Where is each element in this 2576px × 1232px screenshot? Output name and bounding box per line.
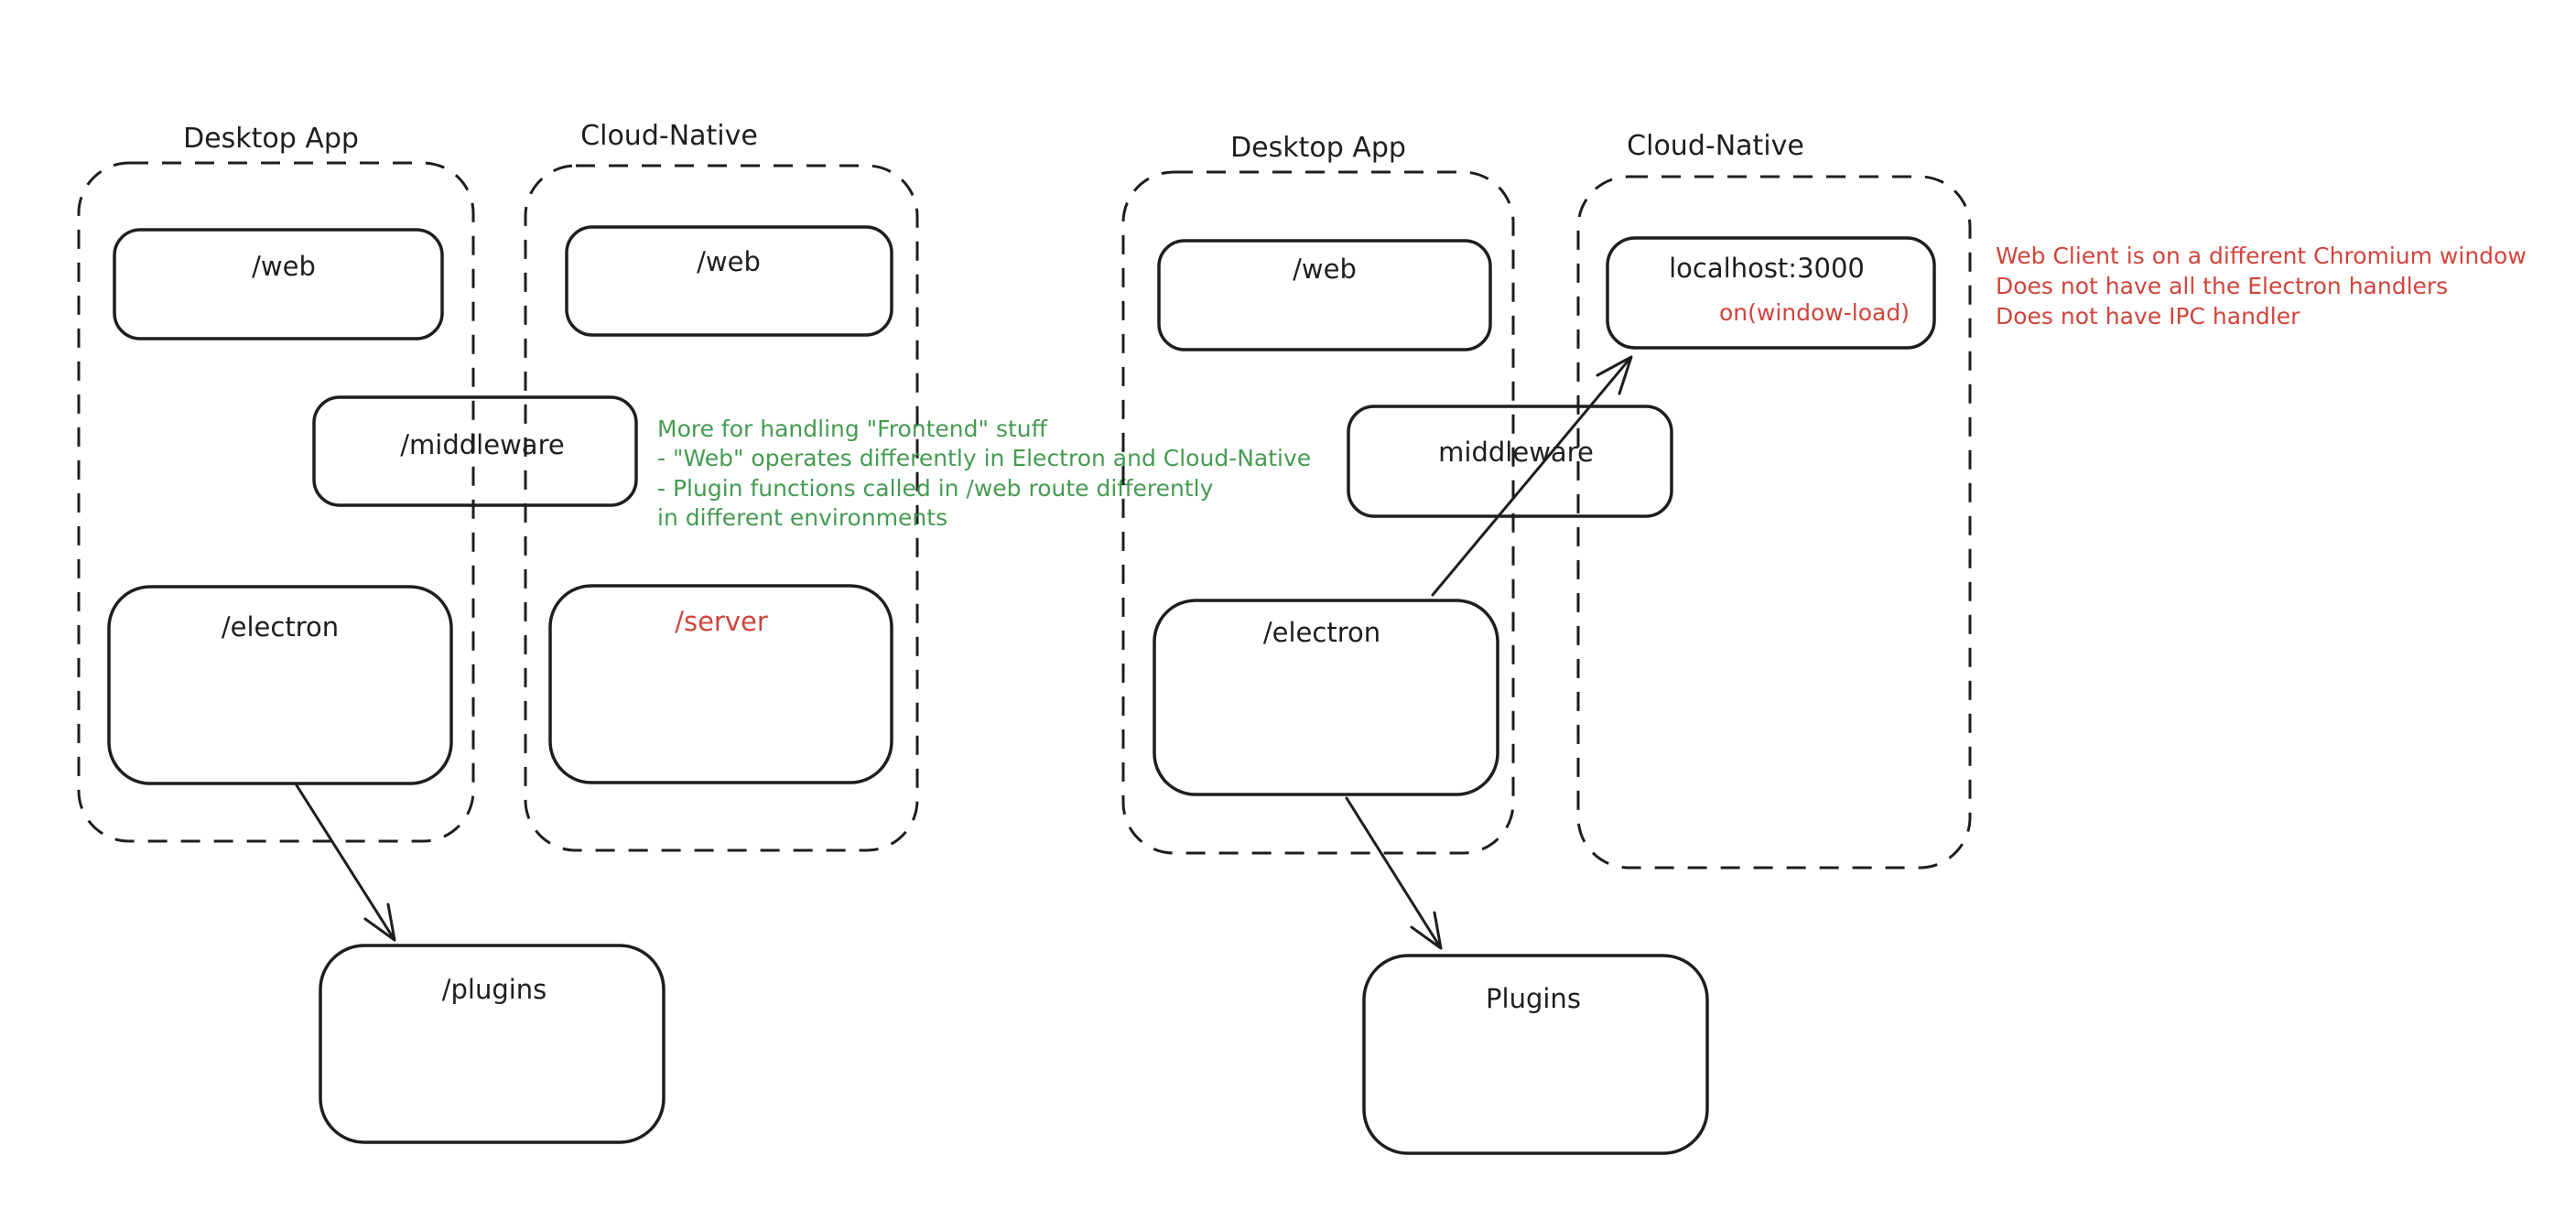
right-middleware-box <box>1347 405 1673 518</box>
left-green-note: More for handling "Frontend" stuff - "We… <box>657 416 1311 531</box>
green-note-line-1: More for handling "Frontend" stuff <box>657 416 1048 442</box>
right-diagram: Desktop App Cloud-Native /web localhost:… <box>1121 130 2527 1155</box>
red-note-line-2: Does not have all the Electron handlers <box>1996 273 2448 299</box>
left-desktop-web-box <box>113 228 444 340</box>
left-plugins-label: /plugins <box>442 974 547 1005</box>
red-note-line-3: Does not have IPC handler <box>1996 303 2300 330</box>
green-note-line-3: - Plugin functions called in /web route … <box>657 475 1214 502</box>
left-middleware-box <box>312 395 638 507</box>
left-electron-label: /electron <box>222 611 339 643</box>
left-cloud-native-frame <box>524 164 919 852</box>
right-electron-to-localhost-arrow <box>1431 355 1633 597</box>
left-cloud-web-box <box>565 225 893 337</box>
right-plugins-label: Plugins <box>1486 983 1581 1014</box>
right-localhost-label: localhost:3000 <box>1669 253 1865 284</box>
right-red-note: Web Client is on a different Chromium wi… <box>1996 243 2527 330</box>
right-cloud-native-title: Cloud-Native <box>1627 130 1804 162</box>
left-plugins-box <box>319 944 666 1144</box>
left-server-box <box>548 584 893 784</box>
left-diagram: Desktop App Cloud-Native /web /web /midd… <box>77 120 1311 1144</box>
right-middleware-label: middleware <box>1438 437 1594 468</box>
left-cloud-native-title: Cloud-Native <box>580 120 758 152</box>
right-desktop-app-frame <box>1121 170 1515 855</box>
green-note-line-4: in different environments <box>657 504 947 531</box>
right-desktop-app-title: Desktop App <box>1230 132 1406 164</box>
right-electron-box <box>1153 599 1499 796</box>
left-desktop-web-label: /web <box>252 251 316 282</box>
left-electron-to-plugins-arrow <box>295 784 396 942</box>
left-cloud-web-label: /web <box>697 246 761 277</box>
right-electron-to-plugins-arrow <box>1345 796 1443 950</box>
right-electron-label: /electron <box>1263 617 1380 648</box>
right-localhost-box <box>1606 236 1936 350</box>
right-desktop-web-label: /web <box>1293 254 1357 285</box>
right-cloud-native-frame <box>1576 175 1972 870</box>
red-note-line-1: Web Client is on a different Chromium wi… <box>1996 243 2527 269</box>
right-desktop-web-box <box>1157 239 1492 351</box>
right-on-window-load-label: on(window-load) <box>1719 299 1910 326</box>
left-desktop-app-frame <box>77 161 475 843</box>
right-plugins-box <box>1362 954 1709 1155</box>
left-middleware-label: /middleware <box>400 429 564 460</box>
green-note-line-2: - "Web" operates differently in Electron… <box>657 445 1311 471</box>
left-server-label: /server <box>675 606 768 637</box>
left-electron-box <box>107 585 453 785</box>
left-desktop-app-title: Desktop App <box>183 123 359 155</box>
